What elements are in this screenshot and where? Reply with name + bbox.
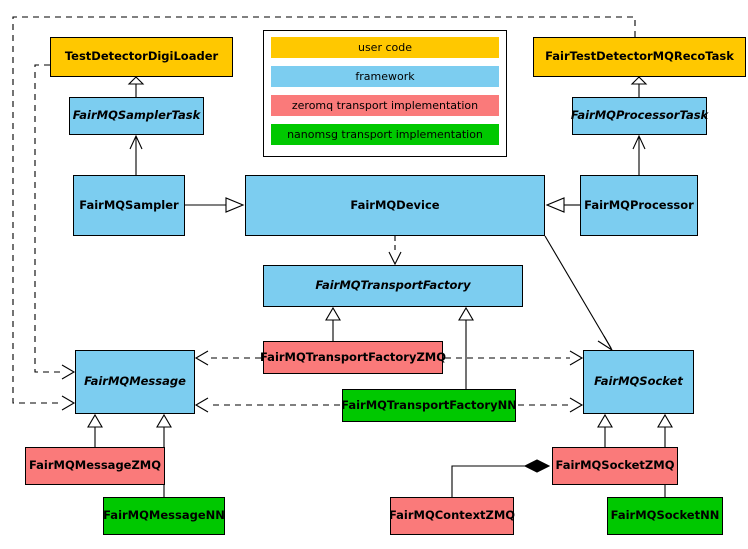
legend-label-zeromq: zeromq transport implementation <box>291 99 479 112</box>
class-label-fairmqmessagezmq: FairMQMessageZMQ <box>28 458 162 473</box>
edge-contextzmq-to-socketzmq <box>451 459 551 497</box>
legend-label-user-code: user code <box>357 41 413 54</box>
class-node-fairmqmessagenn[interactable]: FairMQMessageNN <box>103 497 225 535</box>
class-label-testdetectordigiloader: TestDetectorDigiLoader <box>64 49 219 64</box>
edge-socketzmq-to-socket <box>597 413 613 447</box>
class-node-fairmqmessagezmq[interactable]: FairMQMessageZMQ <box>25 447 165 485</box>
class-node-fairtestdetectormqrecotask[interactable]: FairTestDetectorMQRecoTask <box>533 37 746 77</box>
class-node-fairmqsocketnn[interactable]: FairMQSocketNN <box>607 497 723 535</box>
class-label-fairtestdetectormqrecotask: FairTestDetectorMQRecoTask <box>545 49 734 64</box>
class-label-fairmqtransportfactoryzmq: FairMQTransportFactoryZMQ <box>260 349 447 364</box>
class-node-fairmqtransportfactory[interactable]: FairMQTransportFactory <box>263 265 523 307</box>
class-label-fairmqmessage: FairMQMessage <box>84 374 186 389</box>
class-node-fairmqtransportfactorynn[interactable]: FairMQTransportFactoryNN <box>341 389 517 422</box>
class-node-fairmqcontextzmq[interactable]: FairMQContextZMQ <box>388 497 516 535</box>
edge-messagezmq-to-message <box>87 413 103 447</box>
class-label-fairmqmessagenn: FairMQMessageNN <box>103 508 225 523</box>
class-node-testdetectordigiloader[interactable]: TestDetectorDigiLoader <box>50 37 233 77</box>
class-label-fairmqprocessortask: FairMQProcessorTask <box>570 108 709 123</box>
class-node-fairmqsocketzmq[interactable]: FairMQSocketZMQ <box>552 447 678 485</box>
edge-sampler-to-device <box>185 197 245 213</box>
class-label-fairmqsamplertask: FairMQSamplerTask <box>72 108 201 123</box>
class-label-fairmqcontextzmq: FairMQContextZMQ <box>388 508 516 523</box>
edge-tfnn-to-transportfactory <box>458 306 474 389</box>
class-node-fairmqdevice[interactable]: FairMQDevice <box>245 175 545 236</box>
legend-item-framework: framework <box>271 66 499 87</box>
edge-tfzmq-to-socket <box>445 350 584 366</box>
class-node-fairmqprocessor[interactable]: FairMQProcessor <box>580 175 698 236</box>
class-node-fairmqsamplertask[interactable]: FairMQSamplerTask <box>69 97 204 135</box>
edge-tfnn-to-socket <box>518 397 584 413</box>
legend-item-zeromq: zeromq transport implementation <box>271 95 499 116</box>
class-node-fairmqtransportfactoryzmq[interactable]: FairMQTransportFactoryZMQ <box>260 341 447 374</box>
class-label-fairmqprocessor: FairMQProcessor <box>584 197 694 212</box>
legend-item-nanomsg: nanomsg transport implementation <box>271 124 499 145</box>
edge-sampler-to-samplertask <box>129 134 143 175</box>
legend-label-nanomsg: nanomsg transport implementation <box>287 128 483 141</box>
edge-device-to-transportfactory <box>388 236 402 266</box>
class-label-fairmqtransportfactory: FairMQTransportFactory <box>315 278 471 293</box>
edge-processortask-to-recotask <box>630 76 648 97</box>
legend-label-framework: framework <box>355 70 415 83</box>
class-label-fairmqsampler: FairMQSampler <box>79 197 179 212</box>
class-node-fairmqsocket[interactable]: FairMQSocket <box>583 350 694 414</box>
edge-tfzmq-to-message <box>194 350 261 366</box>
class-node-fairmqmessage[interactable]: FairMQMessage <box>75 350 195 414</box>
class-label-fairmqsocket: FairMQSocket <box>594 374 683 389</box>
edge-tfnn-to-message <box>194 397 340 413</box>
class-label-fairmqtransportfactorynn: FairMQTransportFactoryNN <box>341 397 517 412</box>
edge-processor-to-device <box>545 197 580 213</box>
class-label-fairmqsocketnn: FairMQSocketNN <box>610 508 720 523</box>
edge-device-to-socket <box>544 235 613 351</box>
edge-tfzmq-to-transportfactory <box>325 306 341 341</box>
edge-samplertask-to-digiloader <box>127 76 145 97</box>
class-node-fairmqsampler[interactable]: FairMQSampler <box>73 175 185 236</box>
edge-processor-to-processortask <box>632 134 646 175</box>
class-label-fairmqsocketzmq: FairMQSocketZMQ <box>555 458 675 473</box>
class-node-fairmqprocessortask[interactable]: FairMQProcessorTask <box>570 97 709 135</box>
class-label-fairmqdevice: FairMQDevice <box>350 197 440 212</box>
legend-item-user-code: user code <box>271 37 499 58</box>
